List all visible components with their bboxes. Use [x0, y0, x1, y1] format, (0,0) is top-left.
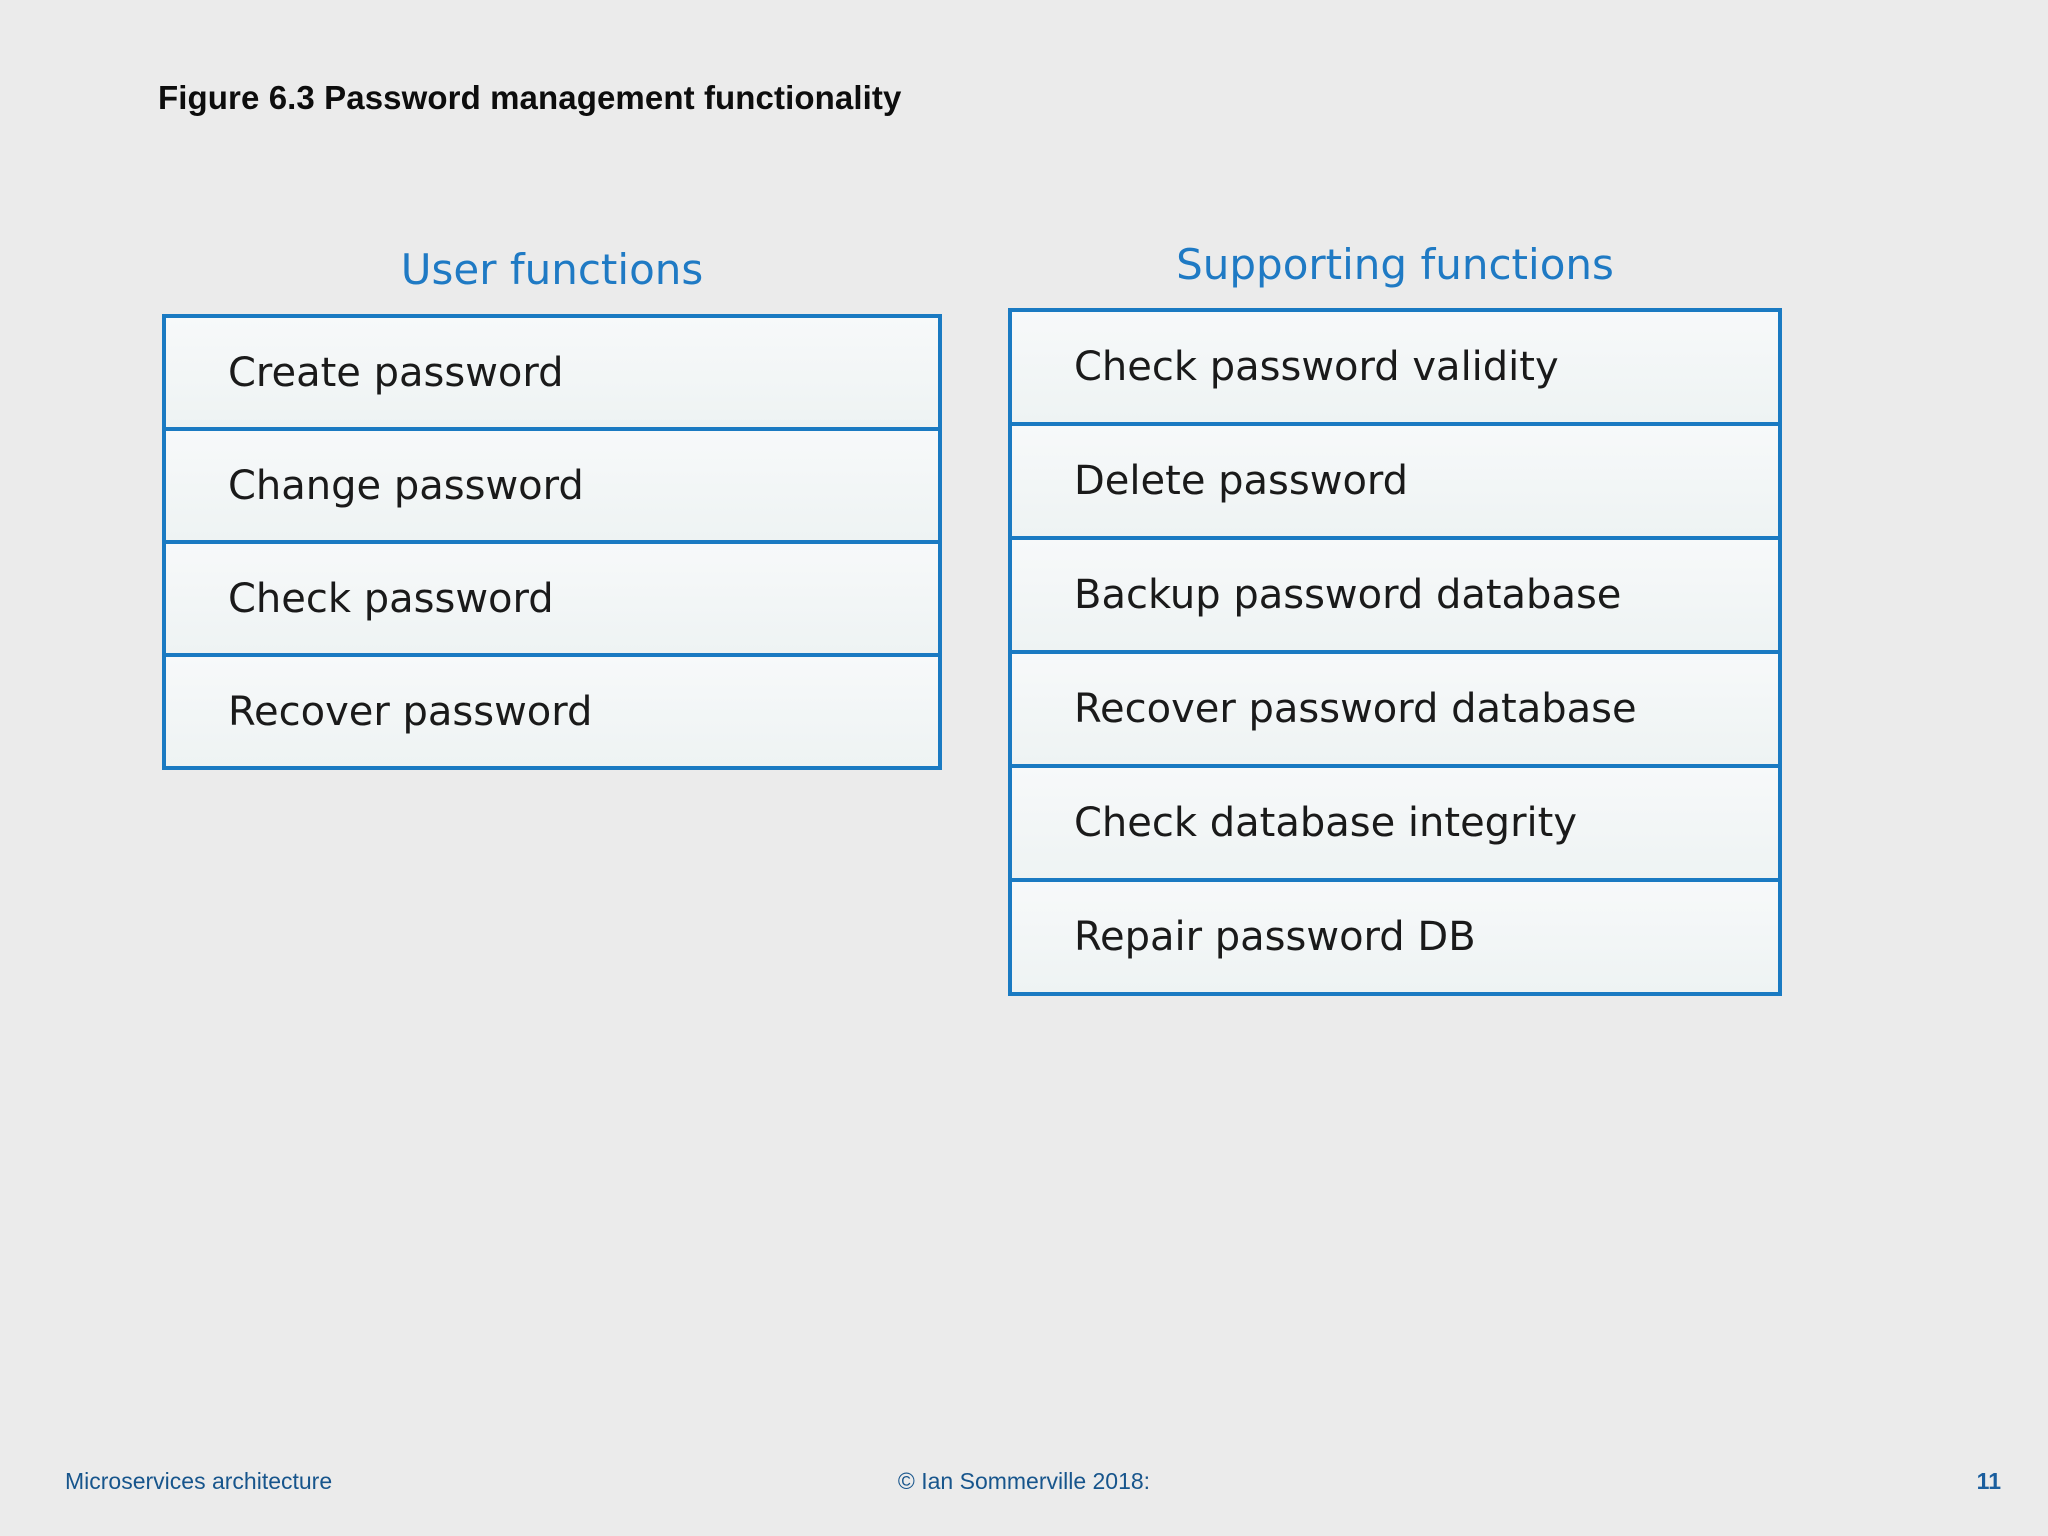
function-label: Check password validity	[1074, 344, 1559, 390]
function-label: Delete password	[1074, 458, 1409, 504]
supporting-functions-stack: Check password validity Delete password …	[1008, 308, 1782, 996]
function-box-repair-password-db[interactable]: Repair password DB	[1008, 878, 1782, 996]
footer-course-label: Microservices architecture	[65, 1468, 333, 1494]
function-label: Repair password DB	[1074, 914, 1476, 960]
function-box-recover-password[interactable]: Recover password	[162, 653, 942, 770]
footer-copyright: © Ian Sommerville 2018:	[897, 1468, 1151, 1494]
column-heading-user-functions: User functions	[400, 245, 704, 294]
function-label: Recover password database	[1074, 686, 1637, 732]
function-label: Recover password	[228, 688, 593, 735]
function-label: Backup password database	[1074, 572, 1622, 618]
footer-page-number: 11	[1976, 1468, 2001, 1494]
function-label: Check database integrity	[1074, 800, 1577, 846]
function-box-change-password[interactable]: Change password	[162, 427, 942, 544]
function-box-recover-password-database[interactable]: Recover password database	[1008, 650, 1782, 768]
function-box-check-password[interactable]: Check password	[162, 540, 942, 657]
function-label: Create password	[228, 349, 564, 396]
slide-footer: Microservices architecture © Ian Sommerv…	[0, 1468, 2048, 1508]
column-heading-supporting-functions: Supporting functions	[1176, 240, 1614, 289]
page-title: Figure 6.3 Password management functiona…	[158, 79, 902, 116]
function-box-backup-password-database[interactable]: Backup password database	[1008, 536, 1782, 654]
function-label: Change password	[228, 462, 584, 509]
function-box-check-password-validity[interactable]: Check password validity	[1008, 308, 1782, 426]
function-box-check-database-integrity[interactable]: Check database integrity	[1008, 764, 1782, 882]
user-functions-stack: Create password Change password Check pa…	[162, 314, 942, 770]
function-box-delete-password[interactable]: Delete password	[1008, 422, 1782, 540]
function-box-create-password[interactable]: Create password	[162, 314, 942, 431]
function-label: Check password	[228, 575, 554, 622]
